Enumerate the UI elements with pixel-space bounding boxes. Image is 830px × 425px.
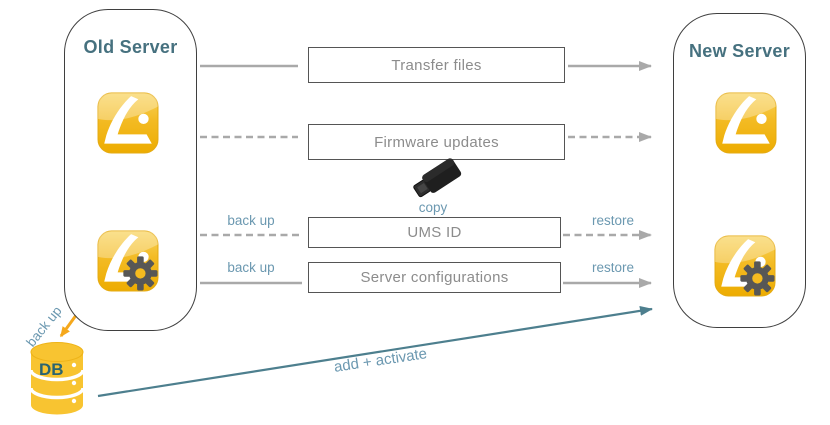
gear-icon bbox=[123, 256, 158, 291]
step-label: Server configurations bbox=[360, 269, 509, 286]
step-label: Firmware updates bbox=[374, 133, 499, 151]
server-config-restore-label: restore bbox=[591, 260, 635, 275]
new-ums-configuration-gear-icon bbox=[714, 235, 776, 297]
ums-id-backup-label: back up bbox=[227, 213, 275, 228]
step-label: Transfer files bbox=[391, 56, 482, 74]
old-ums-configuration-gear-icon bbox=[97, 230, 159, 292]
new-server-title: New Server bbox=[688, 41, 791, 61]
step-box-firmware-updates: Firmware updates bbox=[308, 124, 565, 160]
ums-id-restore-label: restore bbox=[591, 213, 635, 228]
old-ums-application-icon bbox=[97, 92, 159, 154]
new-ums-application-icon bbox=[715, 92, 777, 154]
step-box-ums-id: UMS ID bbox=[308, 217, 561, 248]
old-server-title: Old Server bbox=[83, 37, 178, 57]
add-activate-arrow bbox=[97, 305, 653, 398]
db-label: DB bbox=[39, 360, 64, 379]
copy-label: copy bbox=[418, 200, 448, 215]
step-label: UMS ID bbox=[407, 224, 462, 241]
database-icon: DB bbox=[29, 342, 85, 415]
step-box-server-configurations: Server configurations bbox=[308, 262, 561, 293]
usb-stick-icon bbox=[413, 158, 462, 198]
step-box-transfer-files: Transfer files bbox=[308, 47, 565, 83]
server-config-backup-label: back up bbox=[227, 260, 275, 275]
gear-icon bbox=[740, 261, 775, 296]
